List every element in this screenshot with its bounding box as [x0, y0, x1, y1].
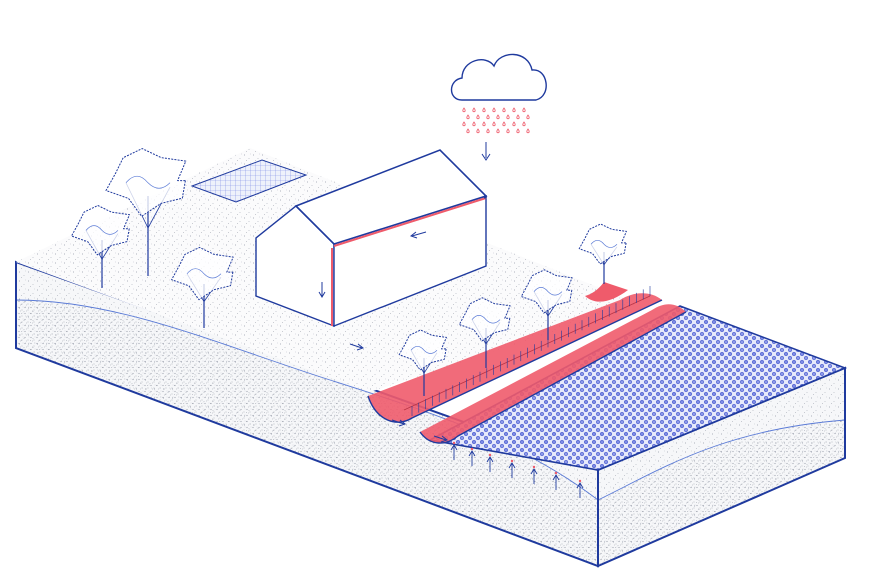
raindrops — [462, 107, 530, 134]
block-right-face — [597, 366, 846, 568]
tree-icon — [171, 246, 234, 328]
raindrop-icon — [506, 128, 510, 134]
flow-arrow-icon — [486, 453, 494, 472]
flow-arrow-icon — [576, 479, 584, 498]
raindrop-icon — [502, 121, 506, 127]
raindrop-icon — [462, 121, 466, 127]
swale-planting-stakes — [411, 286, 651, 416]
tree-icon — [458, 297, 511, 368]
flow-arrow-icon — [508, 459, 516, 478]
raindrop-icon — [472, 121, 476, 127]
raindrop-icon — [506, 114, 510, 120]
raindrop-icon — [476, 114, 480, 120]
flow-arrow-icon — [409, 231, 427, 239]
raindrop-icon — [512, 107, 516, 113]
raindrop-icon — [526, 128, 530, 134]
flow-arrow-icon — [468, 447, 476, 466]
raindrop-icon — [496, 128, 500, 134]
flow-arrow-icon — [318, 282, 326, 298]
tree-icon — [578, 223, 627, 284]
raindrop-icon — [466, 114, 470, 120]
flow-arrow-icon — [450, 441, 458, 460]
trees — [71, 148, 627, 396]
tree-icon — [105, 148, 187, 276]
block-left-face — [15, 260, 599, 568]
flow-arrow-icon — [481, 142, 491, 161]
tree-icon — [398, 329, 447, 396]
raindrop-icon — [512, 121, 516, 127]
raindrop-icon — [502, 107, 506, 113]
raindrop-icon — [486, 128, 490, 134]
flow-arrow-icon — [433, 435, 449, 443]
raindrop-icon — [492, 121, 496, 127]
raindrop-icon — [482, 121, 486, 127]
raindrop-icon — [486, 114, 490, 120]
house-icon — [255, 149, 488, 328]
raindrop-icon — [516, 114, 520, 120]
raindrop-icon — [522, 107, 526, 113]
raindrop-icon — [482, 107, 486, 113]
tree-icon — [520, 269, 573, 340]
rain-cloud-icon — [450, 53, 547, 134]
tree-icon — [71, 205, 130, 288]
flow-arrows — [318, 142, 584, 498]
flow-arrow-icon — [349, 343, 365, 351]
raindrop-icon — [462, 107, 466, 113]
flow-arrow-icon — [552, 471, 560, 490]
raindrop-icon — [472, 107, 476, 113]
raindrop-icon — [496, 114, 500, 120]
infiltration-arrows — [450, 441, 584, 498]
raindrop-icon — [526, 114, 530, 120]
raindrop-icon — [466, 128, 470, 134]
flow-arrow-icon — [391, 419, 407, 427]
flow-arrow-icon — [530, 465, 538, 484]
solar-panel-icon — [190, 159, 308, 203]
raindrop-icon — [476, 128, 480, 134]
raindrop-icon — [516, 128, 520, 134]
raindrop-icon — [522, 121, 526, 127]
swale-ditch-upper — [419, 282, 687, 444]
raindrop-icon — [492, 107, 496, 113]
